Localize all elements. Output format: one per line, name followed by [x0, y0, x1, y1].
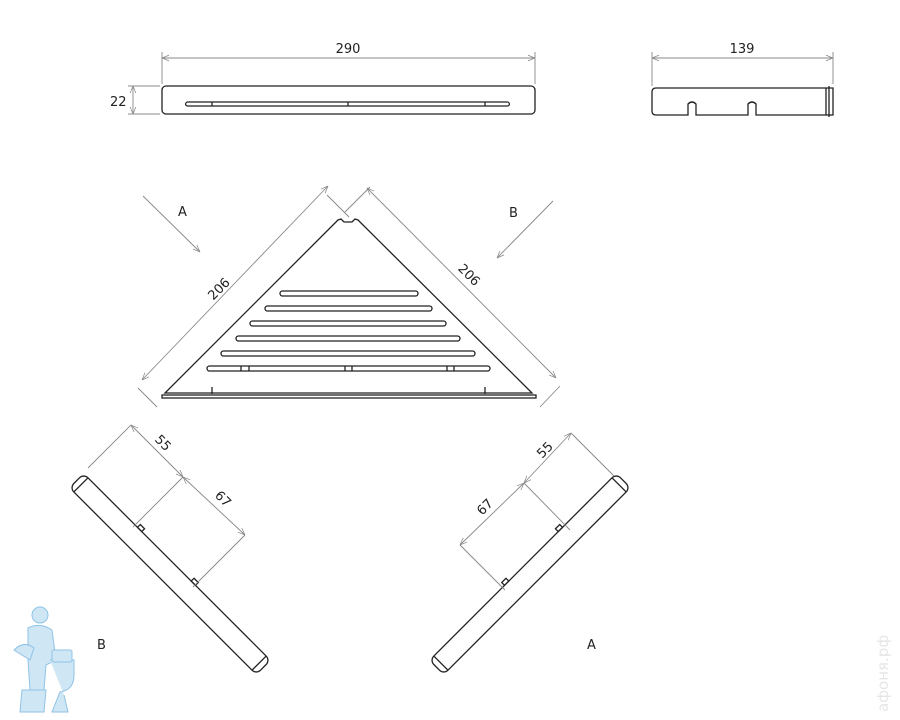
b-dim-67: 67 [211, 488, 233, 510]
view-b-detail-label: B [97, 638, 106, 653]
height-dimension: 22 [110, 95, 127, 110]
plumber-logo-icon [13, 606, 75, 713]
watermark: афоня.рф [874, 635, 892, 712]
view-b-detail: 55 67 B [71, 425, 269, 673]
a-dim-55: 55 [534, 439, 556, 461]
view-b-label: B [509, 206, 518, 221]
side-view: 139 [651, 42, 834, 117]
left-side-dimension: 206 [205, 275, 233, 303]
b-dim-55: 55 [151, 432, 173, 454]
view-a-detail: 55 67 A [431, 433, 629, 673]
plan-view: 206 206 A B [137, 186, 561, 408]
a-dim-67: 67 [474, 496, 496, 518]
length-dimension: 290 [336, 42, 361, 57]
view-a-detail-label: A [587, 638, 596, 653]
view-b-arrow-icon [497, 200, 554, 258]
front-view: 290 22 [110, 42, 536, 115]
right-side-dimension: 206 [454, 261, 482, 289]
view-a-arrow-icon [142, 195, 200, 252]
view-a-label: A [178, 205, 187, 220]
depth-dimension: 139 [730, 42, 755, 57]
